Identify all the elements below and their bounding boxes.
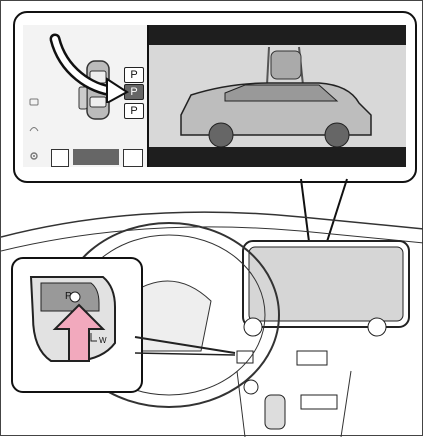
inset-pointer — [131, 331, 241, 361]
steering-wheel-icon — [70, 292, 80, 302]
gear-icon[interactable] — [29, 151, 39, 161]
camera-icon[interactable] — [29, 97, 39, 107]
curved-arrow-icon — [41, 31, 131, 103]
push-arrow-icon — [51, 303, 107, 363]
sensor-icon[interactable] — [29, 123, 39, 133]
park-button-3[interactable]: P — [124, 103, 144, 119]
car-rear-view — [149, 45, 406, 147]
